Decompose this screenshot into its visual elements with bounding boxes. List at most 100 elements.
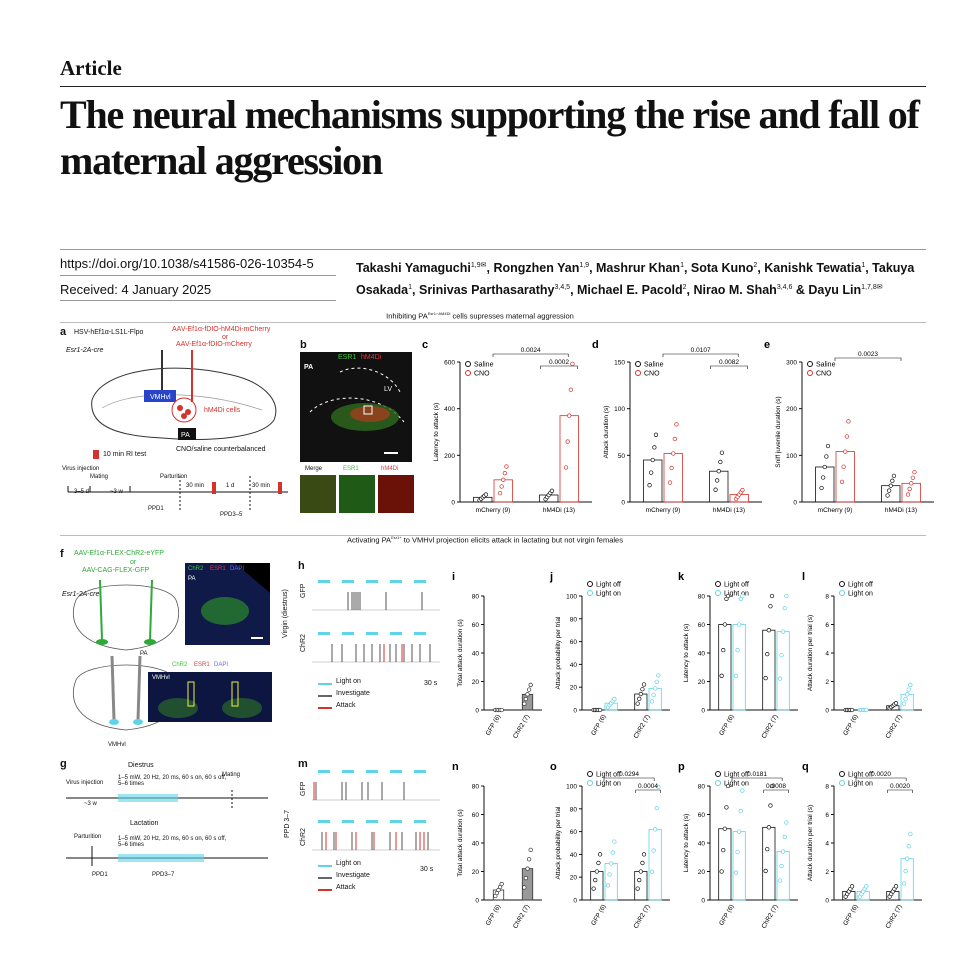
data-point [656,784,661,790]
data-point [635,886,640,891]
data-point [781,629,786,634]
author-affiliation: 1 [408,284,413,292]
g-lactation: Lactation [130,820,159,827]
data-point [849,707,855,713]
x-tick-label: GFP (6) [590,714,608,737]
data-point [737,829,742,834]
author-affiliation: 1 [861,262,866,269]
data-point [570,361,575,367]
h-side-label: Virgin (diestrus) [282,589,289,638]
figure-top-title: Inhibiting PAEsr1∩hM4Di cells supresses … [386,311,574,321]
sig-bracket [603,777,655,781]
data-point [721,647,726,653]
f-pa-img-label: PA [188,576,196,582]
data-point [824,454,829,459]
panel-label-j: j [549,571,553,583]
doi-link[interactable]: https://doi.org/10.1038/s41586-026-10354… [60,256,314,271]
data-point [906,687,911,692]
f-dapi-label-2: DAPI [214,662,229,668]
data-point [905,492,911,497]
y-tick-label: 0 [573,898,577,905]
data-point [888,483,893,488]
raster-h [312,580,440,663]
tl-virus: Virus injection [62,466,100,472]
panel-label-l: l [802,571,805,583]
y-tick-label: 0 [701,898,705,905]
light-on-bar [342,770,354,773]
m-chr2-label: ChR2 [300,828,307,846]
y-axis-label: Attack probability per trial [555,806,562,880]
data-point [715,478,720,483]
m-side-label: PPD 3–7 [284,809,291,838]
data-point [501,477,506,482]
data-point [907,486,912,492]
sig-pvalue: 0.0020 [871,771,891,778]
x-tick-label: ChR2 (7) [512,904,531,930]
data-point [891,473,897,479]
f-histology-pa [185,563,270,645]
y-axis-label: Sniff juvenile duration (s) [775,396,782,467]
x-tick-label: hM4Di (13) [885,507,917,514]
data-point [909,481,914,486]
light-on-bar [414,580,426,583]
author-name: Nirao M. Shah [693,283,777,298]
virus-label-2b: AAV-Ef1α-fDIO-mCherry [176,341,252,348]
data-point [653,686,658,691]
tl-30min-b: 30 min [252,483,271,489]
g-mating: Mating [222,772,241,778]
y-axis-label: Attack duration per trial (s) [807,615,814,691]
data-point [653,432,659,437]
figure-rule-top [60,322,926,323]
legend-marker [587,771,593,777]
data-point [656,673,661,678]
data-point [502,471,507,476]
y-tick-label: 0 [701,708,705,715]
bar [663,453,683,503]
legend-marker [465,361,471,367]
bar [815,466,835,503]
data-point [901,881,907,886]
legend-label: Light off [724,772,749,779]
x-tick-label: ChR2 (7) [760,714,779,740]
author-name: Rongzhen Yan [493,261,580,276]
x-tick-label: GFP (6) [718,714,736,737]
y-axis-label: Total attack duration (s) [457,809,464,877]
g-ppd37: PPD3–7 [152,872,175,878]
data-point [819,485,824,491]
data-point [766,628,771,633]
coronal-diagrams [72,580,180,731]
data-point [903,868,908,874]
sig-pvalue: 0.0002 [549,359,569,366]
x-tick-label: GFP (6) [842,714,860,737]
data-point [635,701,640,706]
data-point [740,487,745,493]
y-tick-label: 60 [570,639,578,646]
panel-label-e: e [764,339,770,351]
data-point [563,465,569,470]
hm4di-tile [378,475,414,513]
x-tick-label: GFP (6) [718,904,736,927]
cno-label: CNO/saline counterbalanced [176,446,266,453]
author-affiliation: 1 [680,262,684,269]
legend-light-on: Light on [318,678,370,690]
data-point [528,682,533,688]
y-tick-label: 80 [472,594,480,601]
y-tick-label: 20 [472,679,480,686]
data-point [821,475,826,480]
light-on-bar [390,820,402,823]
data-point [733,870,739,875]
data-point [650,457,655,463]
data-point [522,885,527,890]
author-name: Dayu Lin [808,283,862,298]
x-tick-label: hM4Di (13) [543,507,575,514]
data-point [781,849,786,854]
light-on-bar [342,820,354,823]
h-gfp-label: GFP [300,583,307,598]
author-name: Srinivas Parthasarathy [418,283,555,298]
data-point [763,868,768,874]
data-point [769,593,775,599]
y-tick-label: 40 [570,662,578,669]
